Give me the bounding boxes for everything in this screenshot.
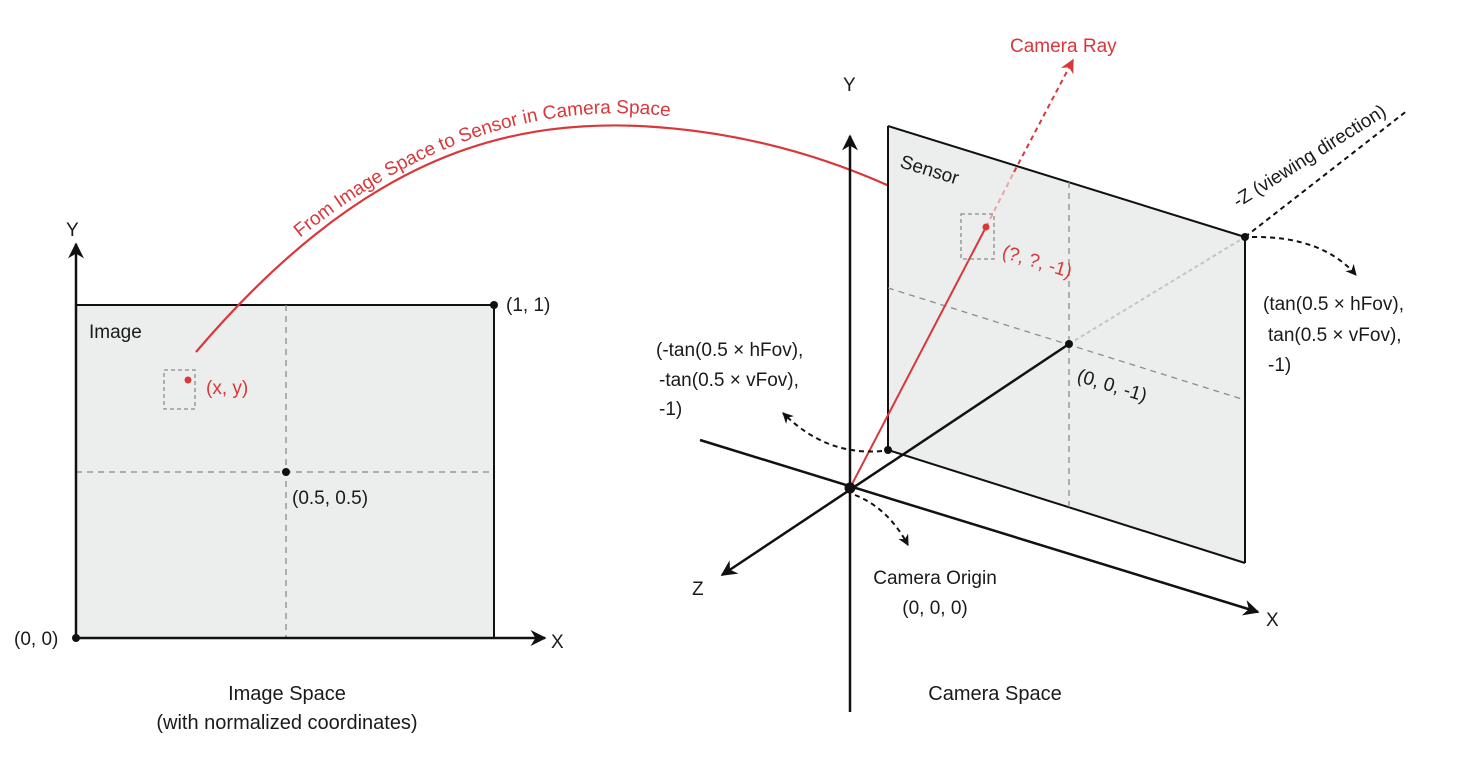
camera-origin-coord: (0, 0, 0): [902, 598, 967, 619]
image-x-axis-label: X: [551, 632, 564, 653]
camera-y-axis-label: Y: [843, 75, 856, 96]
top-right-coord-line-2: tan(0.5 × vFov),: [1268, 325, 1402, 346]
sample-point-label: (x, y): [206, 378, 248, 399]
image-space-title: Image Space: [228, 683, 346, 705]
image-space-group: Y X Image (1, 1) (0, 0) (0.5, 0.5) (x, y…: [14, 220, 564, 734]
bottom-left-coord-line-1: (-tan(0.5 × hFov),: [656, 340, 803, 361]
corner-dot: [490, 301, 498, 309]
camera-space-group: Y X Z Sensor Camera Ray -Z (viewing dire…: [656, 36, 1409, 712]
sensor-top-edge: [887, 125, 1246, 238]
origin-dot: [72, 634, 80, 642]
image-y-axis-label: Y: [66, 220, 79, 241]
center-label: (0.5, 0.5): [292, 488, 368, 509]
top-right-coord-line-3: -1): [1268, 355, 1291, 376]
camera-space-title: Camera Space: [928, 683, 1061, 705]
camera-z-axis: [720, 342, 1070, 577]
sensor-point-dot: [982, 223, 990, 231]
bottom-left-callout-arrow: [782, 412, 883, 453]
camera-origin-label: Camera Origin: [873, 568, 997, 589]
bottom-left-coord-line-2: -tan(0.5 × vFov),: [659, 370, 799, 391]
camera-ray-faded: [985, 171, 1015, 228]
bottom-left-coord-line-3: -1): [659, 399, 682, 420]
image-space-subtitle: (with normalized coordinates): [156, 712, 417, 734]
top-right-coord-line-1: (tan(0.5 × hFov),: [1263, 294, 1404, 315]
viewing-direction-label: -Z (viewing direction): [1230, 101, 1391, 212]
camera-ray-label: Camera Ray: [1010, 36, 1117, 57]
camera-ray-extension: [1013, 58, 1074, 173]
transform-label: From Image Space to Sensor in Camera Spa…: [290, 97, 672, 242]
camera-z-axis-label: Z: [692, 579, 704, 600]
sample-point-dot: [184, 376, 192, 384]
transform-arrow: [195, 124, 940, 353]
sensor-top-right-dot: [1241, 233, 1249, 241]
sensor-center-to-corner: [1068, 236, 1246, 345]
sensor-bottom-left-dot: [884, 446, 892, 454]
camera-origin-dot: [844, 482, 856, 494]
image-plane-label: Image: [89, 322, 142, 343]
center-dot: [282, 468, 290, 476]
origin-label: (0, 0): [14, 629, 58, 650]
sample-pixel-box: [163, 369, 196, 410]
sensor-pixel-box: [960, 213, 995, 260]
viewing-direction-line: [1244, 109, 1409, 238]
camera-x-axis-label: X: [1266, 610, 1279, 631]
corner-label: (1, 1): [506, 295, 550, 316]
camera-ray: [849, 226, 987, 489]
sensor-bottom-edge: [887, 449, 1246, 564]
top-right-callout-arrow: [1251, 235, 1357, 276]
camera-x-axis: [699, 438, 1260, 616]
origin-callout-arrow: [854, 494, 909, 546]
sensor-center-dot: [1065, 340, 1073, 348]
